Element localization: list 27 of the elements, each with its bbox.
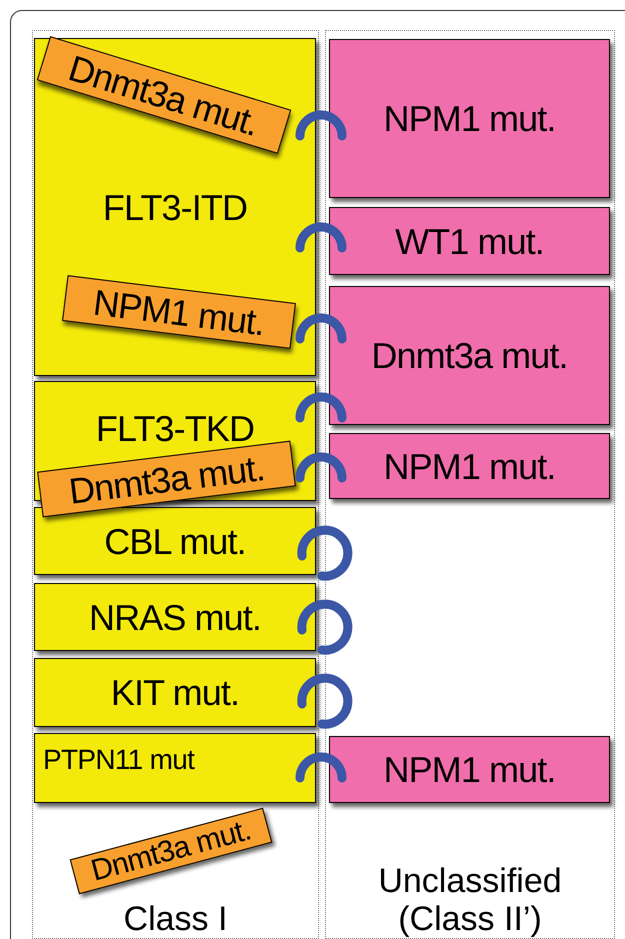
mutation-label: FLT3-ITD (102, 186, 248, 230)
mutation-label: PTPN11 mut (43, 743, 194, 777)
mutation-label: NPM1 mut. (384, 97, 556, 141)
column-label: Unclassified (Class II’) (377, 863, 563, 938)
mutation-label: NPM1 mut. (384, 748, 556, 792)
tag-label: NPM1 mut. (90, 280, 268, 345)
mutation-label: CBL mut. (104, 520, 246, 564)
mutation-box (34, 38, 316, 376)
mutation-box (329, 736, 610, 803)
mutation-box (34, 658, 316, 727)
tag-label: Dnmt3a mut. (64, 46, 264, 146)
mutation-label: WT1 mut. (395, 220, 544, 264)
mutation-box (329, 433, 610, 499)
column-label: Class I (124, 900, 228, 938)
mutation-label: KIT mut. (110, 671, 240, 715)
mutation-box (329, 286, 610, 425)
mutation-box (34, 583, 316, 651)
mutation-box (34, 733, 316, 803)
class-column (32, 30, 319, 939)
mutation-box (329, 207, 610, 275)
tag-label: Dnmt3a mut. (87, 812, 255, 890)
mutation-label: NRAS mut. (89, 596, 261, 640)
mutation-label: Dnmt3a mut. (371, 334, 568, 378)
mutation-box (34, 507, 316, 575)
mutation-box (329, 39, 610, 198)
mutation-label: NPM1 mut. (384, 444, 556, 488)
class-column (325, 30, 615, 939)
